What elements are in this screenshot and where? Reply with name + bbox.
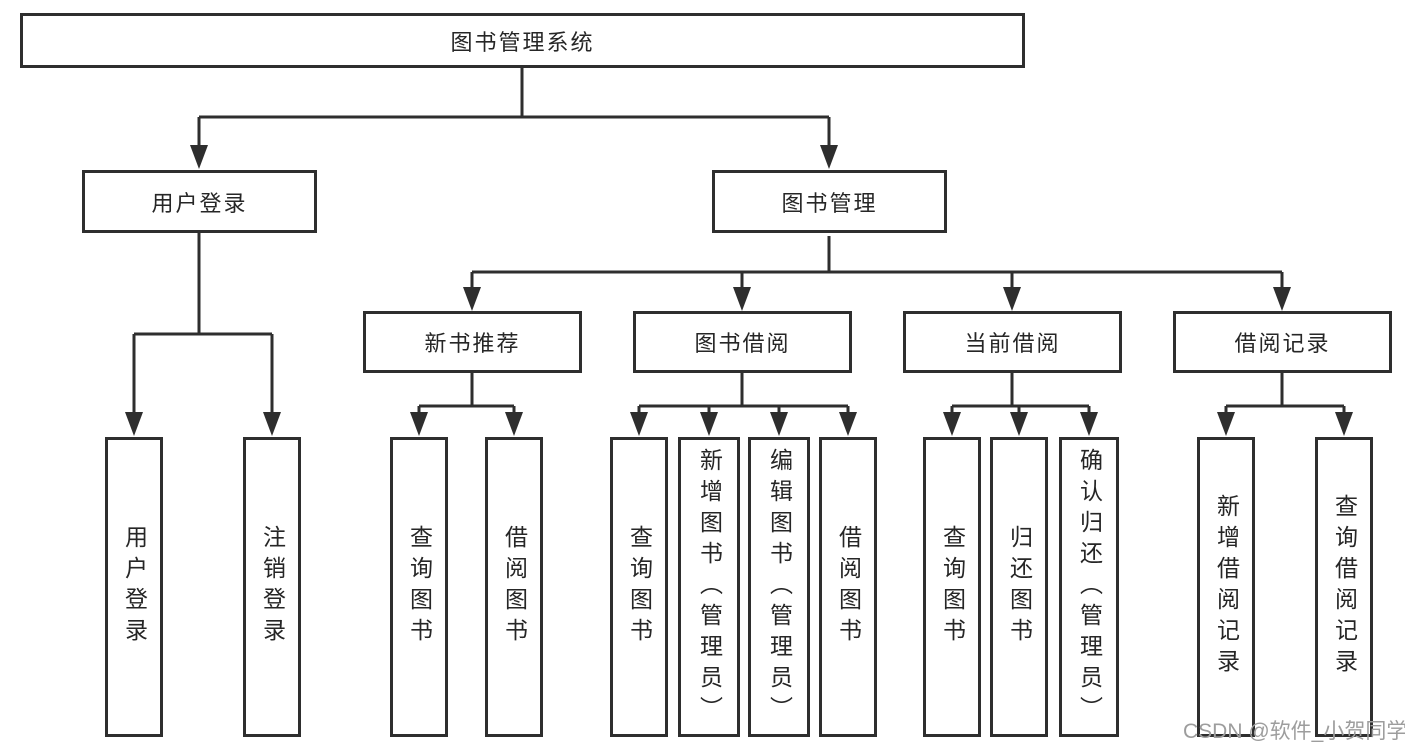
leaf-query-books-borrow: 查询图书 — [610, 437, 668, 737]
connector-book-borrow-to-leaves — [637, 373, 850, 416]
node-label: 图书管理系统 — [450, 29, 595, 55]
node-book-borrow: 图书借阅 — [633, 311, 852, 373]
leaf-label: 编辑图书（管理员） — [766, 447, 793, 727]
connector-new-book-to-leaves — [417, 373, 516, 416]
leaf-label: 查询借阅记录 — [1331, 494, 1358, 680]
arrowhead — [190, 145, 208, 169]
leaf-label: 借阅图书 — [835, 525, 862, 649]
arrowhead — [505, 412, 523, 436]
arrowhead — [733, 287, 751, 311]
leaf-query-books-recommend: 查询图书 — [390, 437, 448, 737]
leaf-label: 归还图书 — [1006, 525, 1033, 649]
node-book-management: 图书管理 — [712, 170, 947, 233]
node-label: 图书借阅 — [694, 331, 791, 356]
arrowhead — [463, 287, 481, 311]
node-label: 用户登录 — [151, 190, 248, 216]
leaf-label: 借阅图书 — [501, 525, 528, 649]
arrowhead — [1273, 287, 1291, 311]
csdn-watermark: CSDN @软件_小贺同学 — [1183, 720, 1405, 743]
leaf-confirm-return-admin: 确认归还（管理员） — [1059, 437, 1119, 737]
connector-borrow-records-to-leaves — [1224, 373, 1346, 416]
connector-root-to-level2 — [197, 66, 831, 148]
connector-book-management-to-level3 — [470, 236, 1284, 290]
arrowhead — [263, 412, 281, 436]
leaf-query-borrow-record: 查询借阅记录 — [1315, 437, 1373, 737]
leaf-label: 新增图书（管理员） — [696, 447, 723, 727]
leaf-label: 新增借阅记录 — [1213, 494, 1240, 680]
leaf-edit-books-admin: 编辑图书（管理员） — [748, 437, 810, 737]
node-user-login: 用户登录 — [82, 170, 317, 233]
leaf-label: 查询图书 — [406, 525, 433, 649]
leaf-label: 查询图书 — [939, 525, 966, 649]
node-label: 新书推荐 — [424, 331, 521, 356]
leaf-label: 注销登录 — [259, 525, 286, 649]
leaf-logout: 注销登录 — [243, 437, 301, 737]
node-current-borrow: 当前借阅 — [903, 311, 1122, 373]
arrowhead — [700, 412, 718, 436]
leaf-return-books: 归还图书 — [990, 437, 1048, 737]
leaf-add-borrow-record: 新增借阅记录 — [1197, 437, 1255, 737]
arrowhead — [630, 412, 648, 436]
arrowhead — [125, 412, 143, 436]
arrowhead — [1010, 412, 1028, 436]
arrowhead — [1335, 412, 1353, 436]
arrowhead — [410, 412, 428, 436]
arrowhead — [820, 145, 838, 169]
connector-current-borrow-to-leaves — [950, 373, 1091, 416]
leaf-label: 查询图书 — [626, 525, 653, 649]
arrowhead — [1217, 412, 1235, 436]
arrowhead — [770, 412, 788, 436]
connector-user-login-to-leaves — [132, 233, 274, 416]
node-library-management-system: 图书管理系统 — [20, 13, 1025, 68]
leaf-label: 确认归还（管理员） — [1076, 447, 1103, 727]
arrowhead — [839, 412, 857, 436]
leaf-query-books-current: 查询图书 — [923, 437, 981, 737]
arrowhead — [1003, 287, 1021, 311]
arrowhead — [1080, 412, 1098, 436]
node-new-book-recommend: 新书推荐 — [363, 311, 582, 373]
node-label: 当前借阅 — [964, 331, 1061, 356]
node-label: 借阅记录 — [1234, 331, 1331, 356]
leaf-borrow-books-recommend: 借阅图书 — [485, 437, 543, 737]
leaf-add-books-admin: 新增图书（管理员） — [678, 437, 740, 737]
arrowhead — [943, 412, 961, 436]
node-borrow-records: 借阅记录 — [1173, 311, 1392, 373]
node-label: 图书管理 — [781, 190, 878, 216]
leaf-label: 用户登录 — [121, 525, 148, 649]
leaf-borrow-books: 借阅图书 — [819, 437, 877, 737]
leaf-user-login: 用户登录 — [105, 437, 163, 737]
